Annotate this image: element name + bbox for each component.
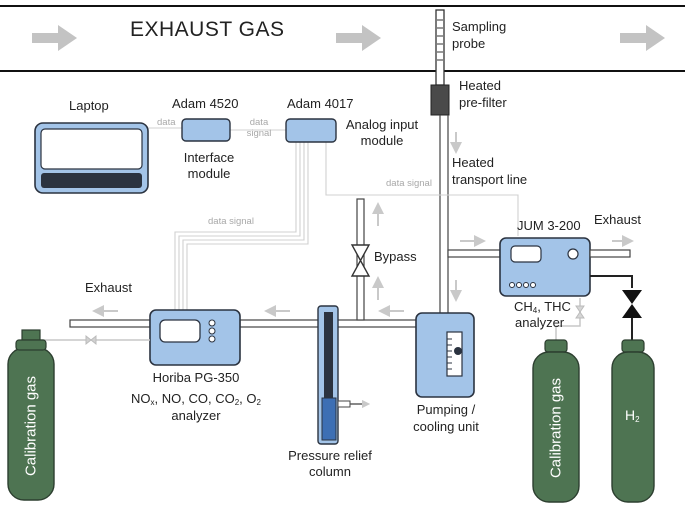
pressure-relief-liquid	[321, 397, 337, 441]
horiba-knobs	[208, 319, 216, 343]
horiba-display	[159, 319, 201, 343]
interface-module-label: Interface module	[183, 150, 235, 181]
left-calibration-gas-label: Calibration gas	[22, 375, 40, 477]
right-calibration-valve-icon	[575, 305, 585, 319]
sampling-probe	[435, 9, 445, 86]
heated-prefilter	[430, 84, 450, 116]
pressure-relief-inner-tube	[324, 312, 333, 401]
pump-gauge-ticks	[447, 338, 452, 370]
pressure-relief-label: Pressure relief column	[288, 448, 372, 479]
h2-label: H2	[625, 407, 640, 425]
heated-transport-line-label: Heated transport line	[452, 155, 528, 187]
exhaust-gas-title: EXHAUST GAS	[130, 18, 285, 41]
left-cylinder-valve	[21, 329, 41, 341]
pumping-cooling-label: Pumping / cooling unit	[413, 402, 479, 434]
jum-label: JUM 3-200	[517, 218, 581, 233]
jum-exhaust-line	[589, 249, 631, 258]
jum-buttons	[509, 282, 536, 288]
horiba-analyzer-label: analyzer	[171, 408, 221, 423]
flow-arrows	[32, 25, 665, 51]
horiba-label: Horiba PG-350	[152, 370, 240, 385]
adam-4520-label: Adam 4520	[172, 96, 239, 111]
pumping-cooling-unit-box	[415, 312, 475, 398]
adam-4017-label: Adam 4017	[287, 96, 354, 111]
data-signal-label: data signal	[246, 117, 272, 139]
pump-gauge	[446, 331, 463, 377]
flow-arrow-icon	[620, 25, 665, 51]
adam-4017-box	[285, 118, 337, 143]
right-calibration-gas-label: Calibration gas	[547, 377, 565, 479]
laptop-label: Laptop	[69, 98, 109, 113]
right-cylinder-neck	[544, 339, 568, 353]
bypass-valve-icon	[350, 244, 371, 277]
data-signal-label-left: data signal	[208, 216, 254, 227]
h2-feed-line	[590, 275, 633, 288]
horiba-gases-label: NOx, NO, CO, CO2, O2	[131, 391, 261, 407]
pressure-relief-outlet	[337, 400, 351, 408]
adam-4520-box	[181, 118, 231, 142]
jum-display	[510, 245, 542, 263]
jum-analyzer-label: analyzer	[515, 315, 565, 330]
left-cylinder-neck	[15, 339, 47, 351]
jum-inlet-line	[447, 249, 501, 258]
laptop-screen	[40, 128, 143, 170]
data-signal-label-right: data signal	[386, 178, 432, 189]
jum-gases-label: CH4, THC	[514, 299, 571, 315]
bypass-label: Bypass	[374, 249, 417, 264]
analog-input-module-label: Analog input module	[345, 117, 419, 148]
h2-cylinder-neck	[621, 339, 645, 353]
exhaust-right-label: Exhaust	[594, 212, 641, 227]
right-calibration-cylinder	[532, 351, 580, 503]
horiba-exhaust-line	[69, 319, 151, 328]
data-signal-lines	[148, 127, 519, 312]
h2-valve-icon	[622, 290, 642, 318]
pump-gauge-indicator	[454, 347, 462, 355]
sampling-probe-label: Sampling probe	[452, 19, 507, 51]
exhaust-left-label: Exhaust	[85, 280, 132, 295]
data-label: data	[157, 117, 176, 128]
laptop-keyboard	[41, 173, 142, 188]
flow-arrow-icon	[336, 25, 381, 51]
left-calibration-valve-icon	[85, 334, 97, 346]
heated-prefilter-label: Heated pre-filter	[459, 78, 507, 110]
h2-cylinder	[611, 351, 655, 503]
flow-arrow-icon	[32, 25, 77, 51]
probe-holes	[437, 19, 443, 61]
jum-knob	[567, 248, 579, 260]
